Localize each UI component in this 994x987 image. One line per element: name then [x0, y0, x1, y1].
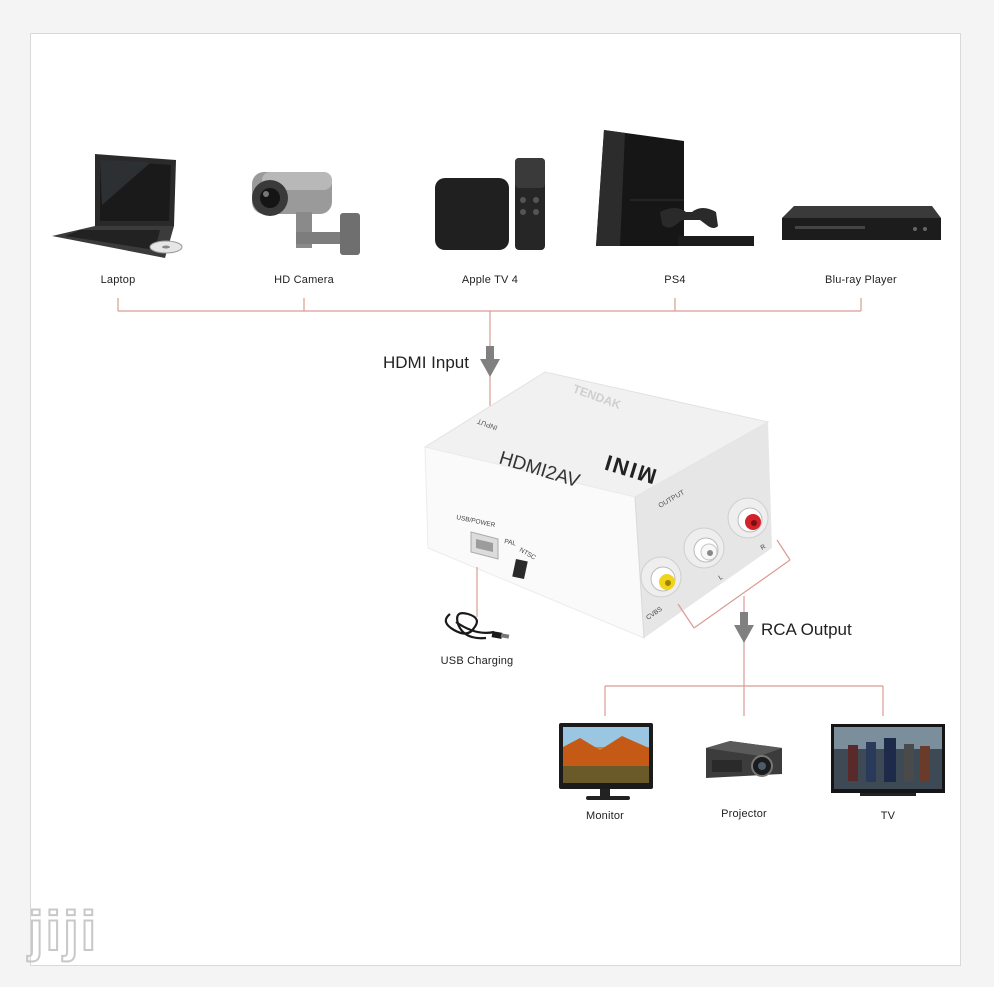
monitor-label: Monitor	[586, 810, 624, 822]
usb-port-icon	[470, 531, 499, 560]
rca-jack-yellow-icon	[640, 556, 682, 598]
laptop-image	[52, 154, 183, 258]
hd-camera-label: HD Camera	[274, 274, 335, 286]
usb-charging-label: USB Charging	[441, 655, 514, 667]
pal-ntsc-switch-icon	[512, 558, 528, 580]
rca-left-label: L	[718, 574, 725, 582]
laptop-label: Laptop	[101, 274, 136, 286]
bluray-label: Blu-ray Player	[825, 274, 897, 286]
monitor-image	[559, 723, 653, 800]
rca-right-label: R	[760, 543, 768, 552]
ps4-label: PS4	[664, 274, 685, 286]
rca-jack-red-icon	[727, 497, 769, 539]
usb-cable-icon	[444, 612, 510, 640]
projector-image	[706, 741, 782, 778]
tv-label: TV	[881, 810, 896, 822]
projector-label: Projector	[721, 808, 767, 820]
apple-tv-label: Apple TV 4	[462, 274, 518, 286]
output-connector-lines	[604, 685, 884, 716]
apple-tv-image	[435, 158, 545, 250]
hd-camera-image	[252, 172, 360, 255]
rca-jack-white-icon	[683, 527, 725, 569]
bluray-image	[782, 206, 941, 240]
rca-output-label: RCA Output	[761, 620, 852, 639]
hdmi-input-arrow-icon	[480, 346, 500, 377]
rca-output-arrow-icon	[734, 612, 754, 643]
jiji-watermark: jiji	[27, 899, 98, 962]
ps4-image	[596, 130, 754, 246]
hdmi-input-label: HDMI Input	[383, 353, 469, 372]
pal-label: PAL	[504, 538, 517, 547]
tv-image	[831, 724, 945, 796]
